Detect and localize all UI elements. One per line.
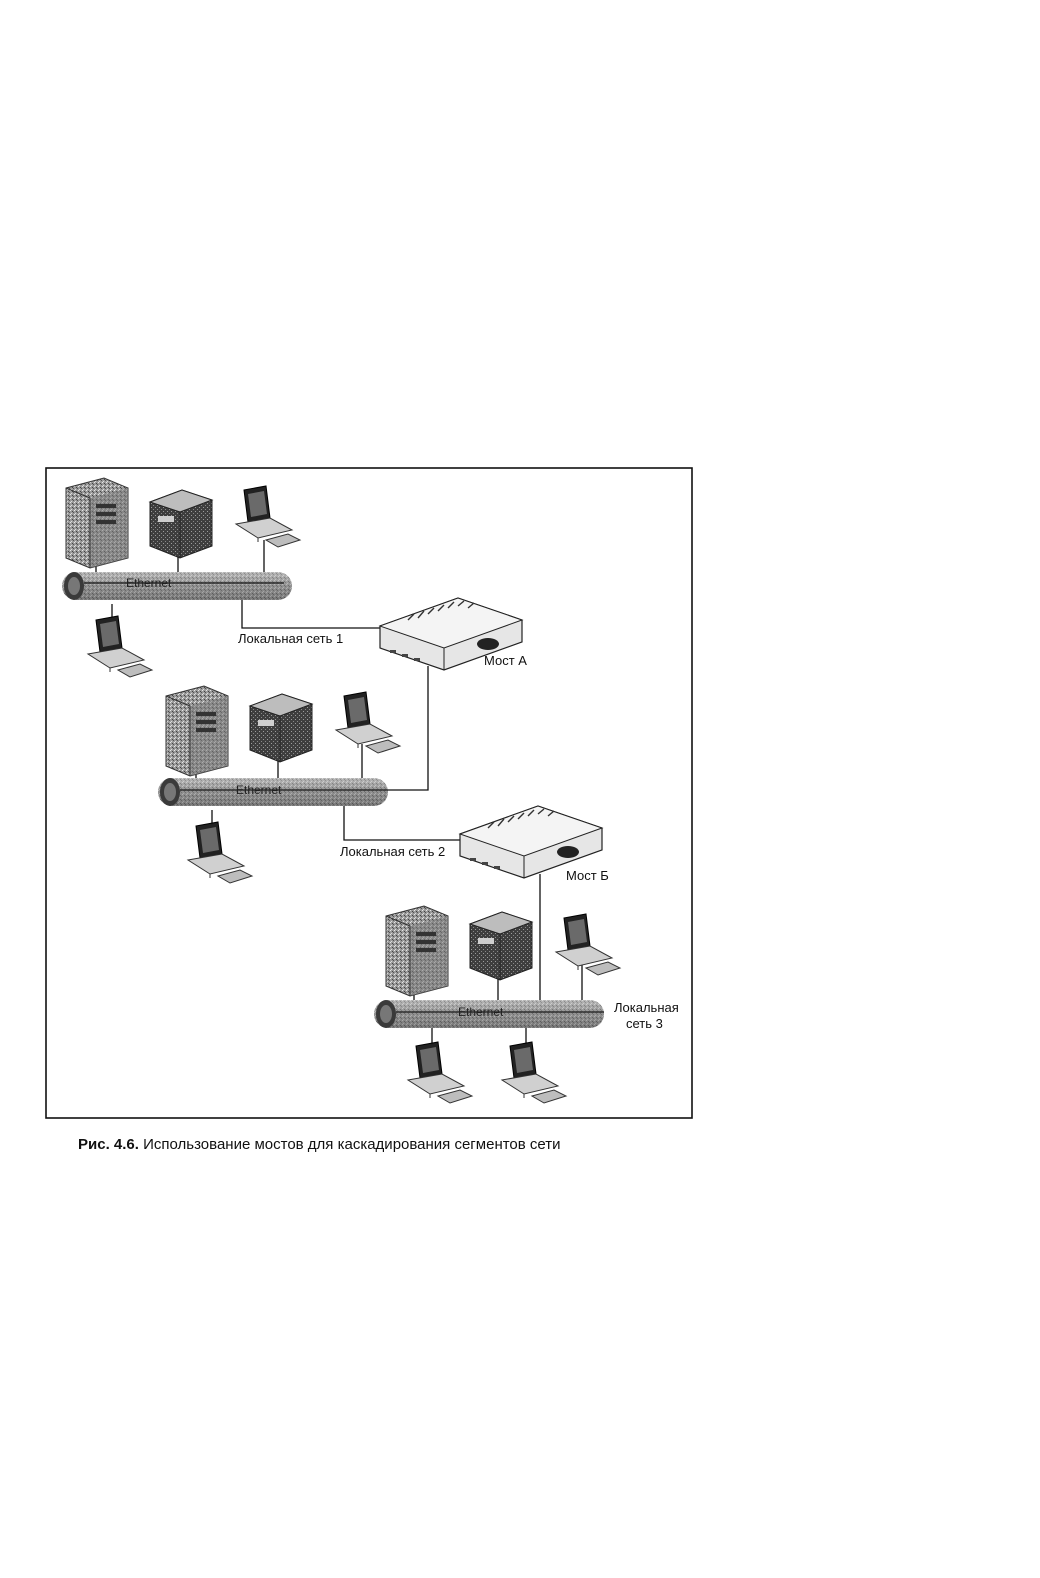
printer-icon: [250, 694, 312, 762]
printer-icon: [470, 912, 532, 980]
server-icon: [386, 906, 448, 996]
lan-2-label: Локальная сеть 2: [340, 844, 445, 859]
workstation-icon: [556, 914, 620, 975]
bridge-b: Мост Б: [460, 806, 609, 883]
bridge-a-label: Мост А: [484, 653, 527, 668]
link-bridge-a-lan-2: [392, 666, 428, 790]
workstation-icon: [188, 822, 252, 883]
lan-3-label-line-2: сеть 3: [626, 1016, 663, 1031]
workstation-icon: [408, 1042, 472, 1103]
caption-prefix: Рис. 4.6.: [78, 1136, 139, 1153]
workstation-icon: [336, 692, 400, 753]
bridge-b-label: Мост Б: [566, 868, 609, 883]
workstation-icon: [502, 1042, 566, 1103]
lan-3-label-line-1: Локальная: [614, 1000, 679, 1015]
lan-3: Ethernet Локальная сеть 3: [374, 906, 679, 1103]
ethernet-label-1: Ethernet: [126, 576, 172, 590]
bridge-a: Мост А: [380, 598, 527, 670]
lan-1-label: Локальная сеть 1: [238, 631, 343, 646]
lan-1: Ethernet Локальная сеть 1: [62, 478, 405, 677]
server-icon: [166, 686, 228, 776]
ethernet-label-3: Ethernet: [458, 1005, 504, 1019]
caption-text: Использование мостов для каскадирования …: [143, 1136, 560, 1153]
workstation-icon: [236, 486, 300, 547]
ethernet-bus-1: [62, 572, 292, 600]
workstation-icon: [88, 616, 152, 677]
ethernet-label-2: Ethernet: [236, 783, 282, 797]
server-icon: [66, 478, 128, 568]
figure-caption: Рис. 4.6. Использование мостов для каска…: [78, 1136, 778, 1153]
lan-2: Ethernet Локальная сеть 2: [158, 686, 466, 883]
printer-icon: [150, 490, 212, 558]
